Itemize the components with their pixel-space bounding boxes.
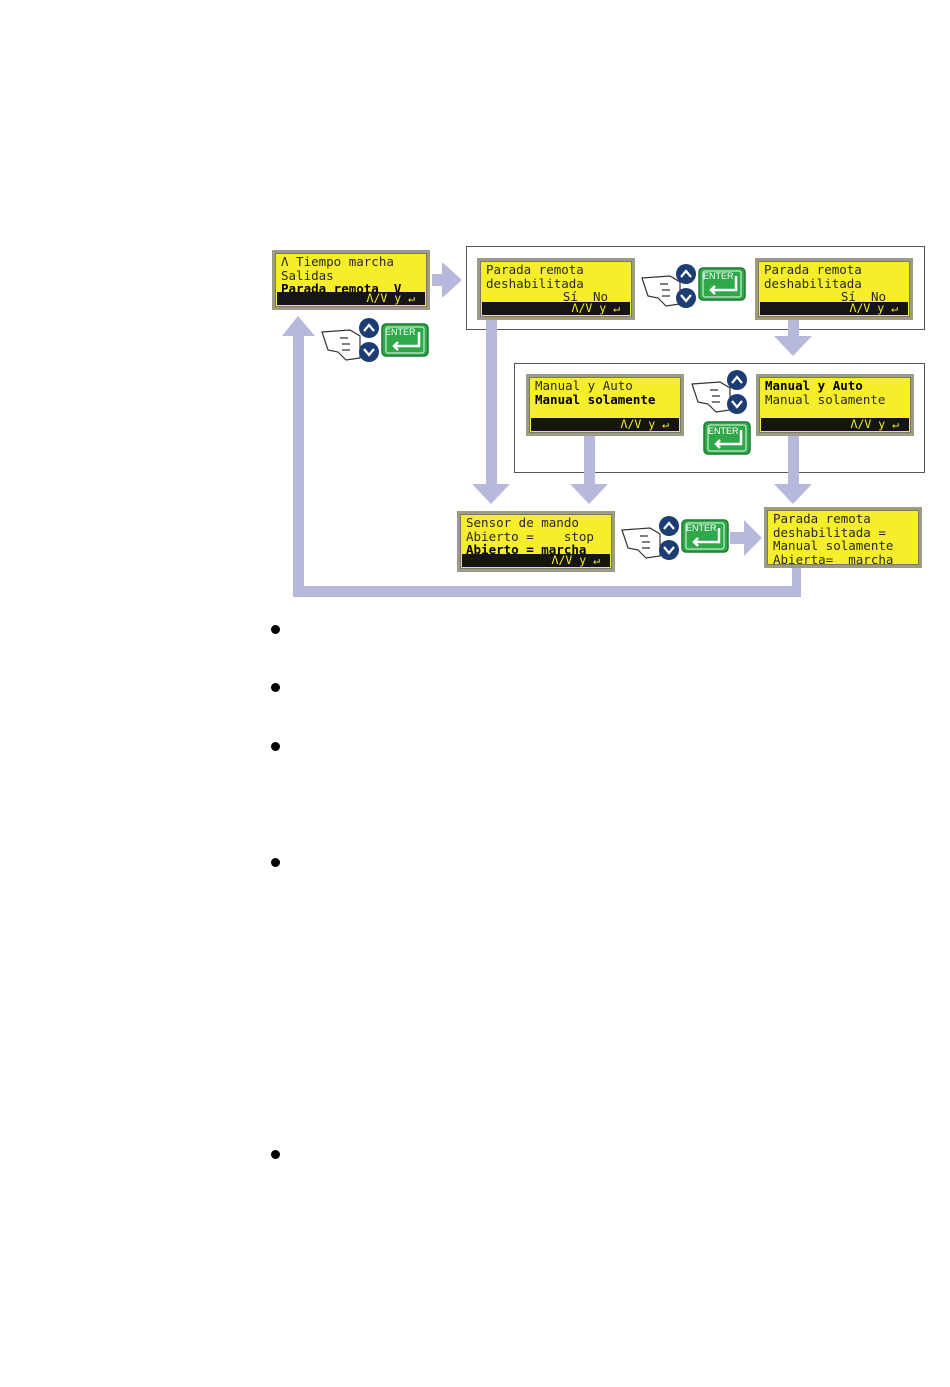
pointing-hand-icon [641,275,681,307]
pointing-hand-icon [321,329,361,361]
lcd-hint-bar: Λ/V y ↵ [462,554,610,567]
lcd-line: deshabilitada [486,275,584,291]
down-key-icon [676,288,696,308]
lcd-line-selected: Parada remota V [281,281,402,296]
lcd-line: Abierto = stop [466,528,594,544]
down-key-icon [727,394,747,414]
lcd-line: Manual solamente [773,538,894,553]
enter-key-icon [381,323,429,357]
lcd-menu: Λ Tiempo marcha Salidas Parada remota V … [272,250,430,310]
lcd-line: Manual solamente [765,391,886,407]
lcd-hint-bar: Λ/V y ↵ [531,418,679,431]
lcd-remote-stop-b: Parada remota deshabilitada Sí No Λ/V y … [755,258,913,320]
enter-key-icon [703,421,751,455]
lcd-hint-bar: Λ/V y ↵ [482,302,630,315]
lcd-mode-a: Manual y Auto Manual solamente Λ/V y ↵ [526,374,684,436]
enter-key-label: ENTER [708,426,739,436]
lcd-hint-bar: Λ/V y ↵ [761,418,909,431]
lcd-remote-stop-a: Parada remota deshabilitada Sí No Λ/V y … [477,258,635,320]
lcd-line: Λ Tiempo marcha [281,254,394,269]
pointing-hand-icon [691,381,731,413]
up-key-icon [676,264,696,284]
lcd-line: deshabilitada [764,275,862,291]
up-key-icon [727,370,747,390]
lcd-line: deshabilitada = [773,524,886,540]
lcd-mode-b: Manual y Auto Manual solamente Λ/V y ↵ [756,374,914,436]
bullet-marker [271,742,280,751]
down-key-icon [359,342,379,362]
lcd-line-selected: Manual solamente [535,391,656,407]
pointing-hand-icon [621,527,661,559]
lcd-line: Sensor de mando [466,515,579,530]
lcd-line-selected: Manual y Auto [765,378,863,393]
lcd-line: Manual y Auto [535,378,633,393]
keypad-cluster-1 [321,318,429,362]
keypad-cluster-4 [621,516,729,560]
bullet-marker [271,858,280,867]
enter-key-icon [698,267,746,301]
keypad-cluster-2 [641,264,746,308]
lcd-summary: Parada remota deshabilitada = Manual sol… [764,507,922,568]
up-key-icon [659,516,679,536]
bullet-marker [271,625,280,634]
lcd-line: Parada remota [773,511,871,526]
lcd-line: Salidas [281,267,334,283]
keypad-cluster-3 [691,370,751,455]
up-key-icon [359,318,379,338]
enter-key-label: ENTER [686,523,717,533]
lcd-line: Sí No [562,289,608,304]
lcd-line: Abierta= marcha [773,551,894,567]
lcd-line: Parada remota [764,262,862,277]
bullet-marker [271,1150,280,1159]
lcd-hint-bar: Λ/V y ↵ [277,292,425,305]
lcd-sensor: Sensor de mando Abierto = stop Abierto =… [457,511,615,572]
flow-arrows [282,262,801,597]
enter-key-label: ENTER [703,271,734,281]
enter-key-icon [681,519,729,553]
lcd-line: Parada remota [486,262,584,277]
lcd-line-selected: Abierto = marcha [466,542,587,557]
enter-key-label: ENTER [385,327,416,337]
lcd-hint-bar: Λ/V y ↵ [760,302,908,315]
flow-arrows-front [472,320,812,556]
lcd-line: Sí No [840,289,886,304]
bullet-marker [271,683,280,692]
down-key-icon [659,540,679,560]
menu-flow-diagram: Λ Tiempo marcha Salidas Parada remota V … [0,0,950,620]
